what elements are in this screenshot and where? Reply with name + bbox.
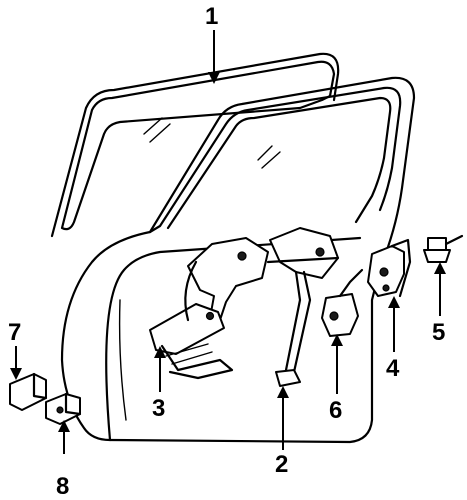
callout-8: 8: [56, 473, 69, 500]
upper-hinge: [9, 372, 48, 411]
callout-1: 1: [205, 3, 218, 30]
callout-6: 6: [329, 397, 342, 424]
retainer-clip: [423, 234, 464, 263]
lock-actuator: [321, 268, 364, 337]
callout-5: 5: [432, 319, 445, 346]
callout-2: 2: [275, 451, 288, 478]
callout-7: 7: [8, 319, 21, 346]
door-latch: [367, 238, 412, 298]
callout-3: 3: [152, 395, 165, 422]
callout-4: 4: [386, 355, 400, 382]
door-glass: [50, 52, 340, 238]
run-channel: [266, 227, 340, 387]
window-regulator: [149, 237, 269, 380]
lower-hinge: [45, 392, 82, 425]
